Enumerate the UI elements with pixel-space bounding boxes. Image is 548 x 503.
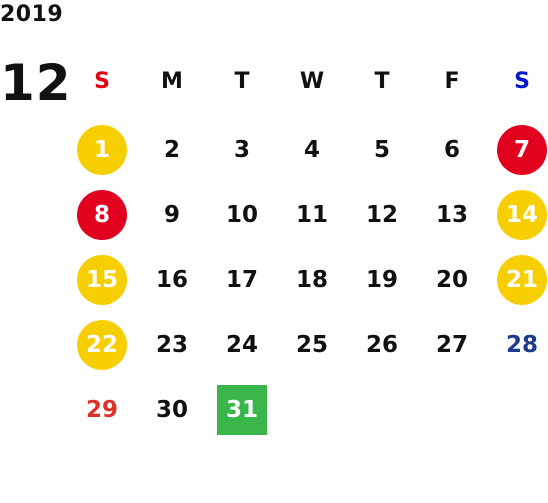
day-23[interactable]: 23	[155, 331, 188, 358]
day-cell: 18	[277, 247, 347, 312]
day-cell: 27	[417, 312, 487, 377]
day-26[interactable]: 26	[365, 331, 398, 358]
day-12[interactable]: 12	[365, 201, 398, 228]
day-cell: 20	[417, 247, 487, 312]
day-cell: 31	[207, 377, 277, 442]
day-6[interactable]: 6	[443, 136, 460, 163]
day-cell: 23	[137, 312, 207, 377]
day-cell: 9	[137, 182, 207, 247]
day-cell: 14	[487, 182, 548, 247]
day-cell: 1	[67, 117, 137, 182]
day-cell: 24	[207, 312, 277, 377]
weekday-saturday: S	[514, 69, 530, 94]
year-label: 2019	[0, 2, 64, 27]
day-18[interactable]: 18	[295, 266, 328, 293]
day-25[interactable]: 25	[295, 331, 328, 358]
day-cell: 11	[277, 182, 347, 247]
day-cell: 17	[207, 247, 277, 312]
day-cell: 21	[487, 247, 548, 312]
day-21[interactable]: 21	[497, 254, 547, 305]
day-cell: 29	[67, 377, 137, 442]
day-10[interactable]: 10	[225, 201, 258, 228]
day-cell: 10	[207, 182, 277, 247]
day-cell: 15	[67, 247, 137, 312]
weekday-friday: F	[444, 69, 460, 94]
day-9[interactable]: 9	[163, 201, 180, 228]
day-17[interactable]: 17	[225, 266, 258, 293]
day-cell: 13	[417, 182, 487, 247]
day-19[interactable]: 19	[365, 266, 398, 293]
weekday-tuesday: T	[234, 69, 250, 94]
day-7[interactable]: 7	[497, 124, 547, 175]
day-cell: 28	[487, 312, 548, 377]
day-cell: 25	[277, 312, 347, 377]
day-cell: 7	[487, 117, 548, 182]
day-11[interactable]: 11	[295, 201, 328, 228]
weekday-monday: M	[161, 69, 183, 94]
day-2[interactable]: 2	[163, 136, 180, 163]
day-28[interactable]: 28	[505, 331, 538, 358]
day-13[interactable]: 13	[435, 201, 468, 228]
day-3[interactable]: 3	[233, 136, 250, 163]
day-4[interactable]: 4	[303, 136, 320, 163]
weekday-header: S M T W T F S	[67, 62, 548, 102]
day-30[interactable]: 30	[155, 396, 188, 423]
month-number: 12	[0, 54, 72, 112]
day-cell: 22	[67, 312, 137, 377]
day-31[interactable]: 31	[217, 384, 267, 435]
day-24[interactable]: 24	[225, 331, 258, 358]
day-8[interactable]: 8	[77, 189, 127, 240]
day-cell: 2	[137, 117, 207, 182]
day-29[interactable]: 29	[85, 396, 118, 423]
day-cell: 8	[67, 182, 137, 247]
day-5[interactable]: 5	[373, 136, 390, 163]
day-cell: 6	[417, 117, 487, 182]
day-22[interactable]: 22	[77, 319, 127, 370]
weekday-sunday: S	[94, 69, 110, 94]
weekday-thursday: T	[374, 69, 390, 94]
day-cell: 3	[207, 117, 277, 182]
day-20[interactable]: 20	[435, 266, 468, 293]
day-16[interactable]: 16	[155, 266, 188, 293]
day-1[interactable]: 1	[77, 124, 127, 175]
day-cell: 30	[137, 377, 207, 442]
day-15[interactable]: 15	[77, 254, 127, 305]
day-cell: 19	[347, 247, 417, 312]
day-cell: 26	[347, 312, 417, 377]
weekday-wednesday: W	[299, 69, 325, 94]
day-cell: 16	[137, 247, 207, 312]
day-cell: 12	[347, 182, 417, 247]
day-cell: 5	[347, 117, 417, 182]
day-cell: 4	[277, 117, 347, 182]
day-14[interactable]: 14	[497, 189, 547, 240]
day-27[interactable]: 27	[435, 331, 468, 358]
